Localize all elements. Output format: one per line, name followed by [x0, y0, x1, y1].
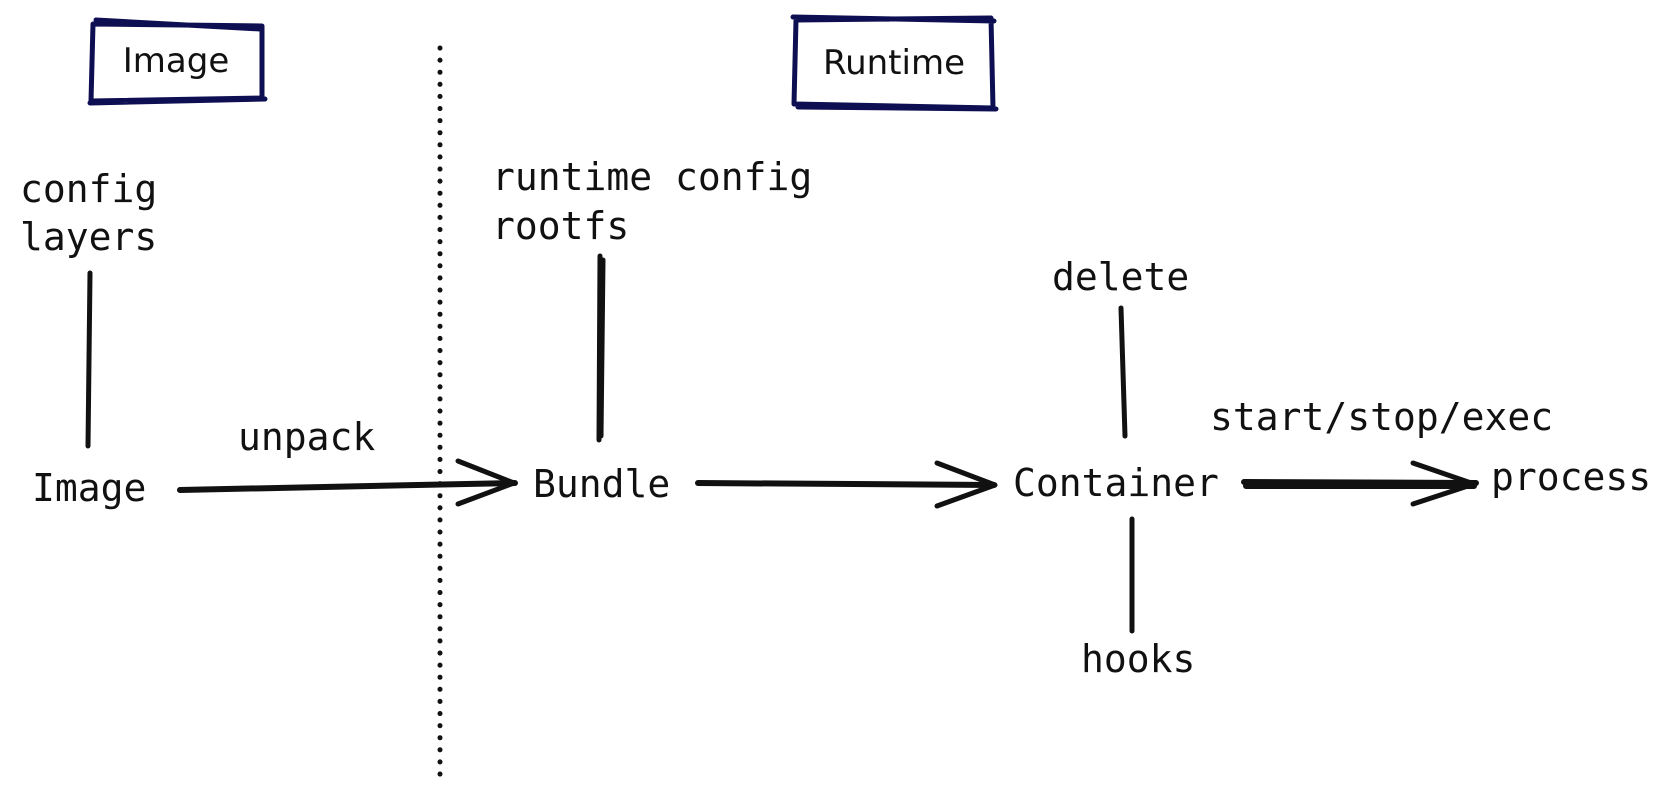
- runtime-section-title: Runtime: [823, 43, 965, 83]
- container-action-delete: delete: [1052, 255, 1189, 299]
- arrow-container-to-process: [1241, 460, 1479, 507]
- bundle-input-runtime-config: runtime config: [492, 155, 812, 199]
- process-node: process: [1491, 455, 1651, 499]
- image-node: Image: [32, 466, 146, 510]
- image-input-layers: layers: [20, 215, 157, 259]
- image-section-title-box: Image: [87, 17, 268, 106]
- image-section-title: Image: [123, 41, 229, 81]
- image-inputs-connector: [85, 270, 93, 449]
- runtime-section-title-box: Runtime: [790, 14, 999, 112]
- bundle-inputs-connector: [596, 253, 606, 443]
- edge-label-unpack: unpack: [238, 415, 375, 459]
- container-node: Container: [1013, 461, 1219, 505]
- bundle-input-rootfs: rootfs: [492, 204, 629, 248]
- container-action-hooks: hooks: [1081, 637, 1195, 681]
- bundle-node: Bundle: [533, 462, 670, 506]
- arrow-image-to-bundle: [177, 458, 518, 507]
- delete-connector: [1118, 305, 1128, 439]
- edge-label-start-stop-exec: start/stop/exec: [1210, 395, 1553, 439]
- image-input-config: config: [20, 167, 157, 211]
- arrow-bundle-to-container: [695, 460, 998, 509]
